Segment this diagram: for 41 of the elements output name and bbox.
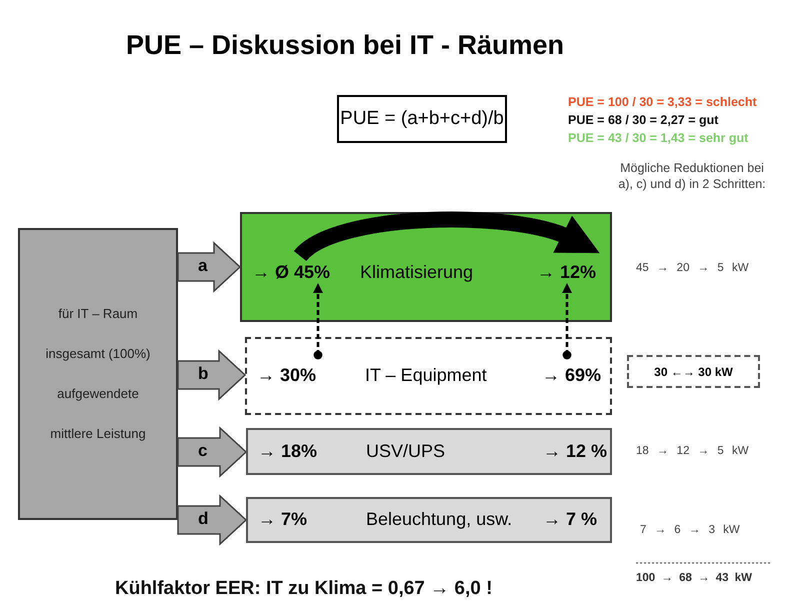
source-box <box>18 228 178 520</box>
title: PUE – Diskussion bei IT - Räumen <box>124 30 566 61</box>
percent-value: → 7% <box>258 509 308 530</box>
edge-label: b <box>198 364 208 384</box>
value-box <box>627 355 760 388</box>
block-arrow <box>177 241 242 293</box>
formula-text: PUE = 68 / 30 = 2,27 = gut <box>568 113 718 127</box>
edge-label: d <box>198 509 208 529</box>
box-title: IT – Equipment <box>365 365 487 386</box>
dashed-arrow <box>313 283 323 360</box>
percent-value: → 7 % <box>543 509 598 530</box>
total-values: 100 → 68 → 43 kW <box>636 572 752 584</box>
dashed-arrow <box>562 283 572 360</box>
percent-value: → 12 % <box>543 441 608 462</box>
reduction-values: 45 → 20 → 5 kW <box>636 262 749 274</box>
percent-value: → 30% <box>257 365 316 386</box>
formula-text: PUE = 43 / 30 = 1,43 = sehr gut <box>568 131 748 145</box>
reduction-values: 18 → 12 → 5 kW <box>636 445 749 457</box>
formula-box <box>337 95 507 143</box>
formula-text: PUE = 100 / 30 = 3,33 = schlecht <box>568 95 757 109</box>
edge-label: a <box>198 256 208 276</box>
box-title: Klimatisierung <box>360 262 474 283</box>
block-arrow <box>177 494 248 546</box>
percent-value: → 12% <box>537 262 596 283</box>
edge-label: c <box>198 441 208 461</box>
summary-text: Kühlfaktor EER: IT zu Klima = 0,67 → 6,0 ! <box>115 578 492 600</box>
block-arrow <box>177 349 246 401</box>
process-box <box>246 428 612 475</box>
box-text: für IT – Raum insgesamt (100%) aufgewendete mittlere Leistung <box>44 305 152 443</box>
box-title: USV/UPS <box>366 441 446 462</box>
block-arrow <box>177 426 248 478</box>
box-text: PUE = (a+b+c+d)/b <box>340 108 504 130</box>
box-title: Beleuchtung, usw. <box>366 509 512 530</box>
process-box <box>246 497 612 543</box>
process-box <box>245 337 612 415</box>
percent-value: → 69% <box>542 365 602 386</box>
reduction-values: 7 → 6 → 3 kW <box>640 524 740 536</box>
percent-value: → 18% <box>258 441 318 462</box>
box-text: 30 ←→ 30 kW <box>654 364 733 378</box>
percent-value: → Ø 45% <box>252 262 330 283</box>
note-text: Mögliche Reduktionen bei a), c) und d) in 2 Schritten: <box>617 160 767 192</box>
